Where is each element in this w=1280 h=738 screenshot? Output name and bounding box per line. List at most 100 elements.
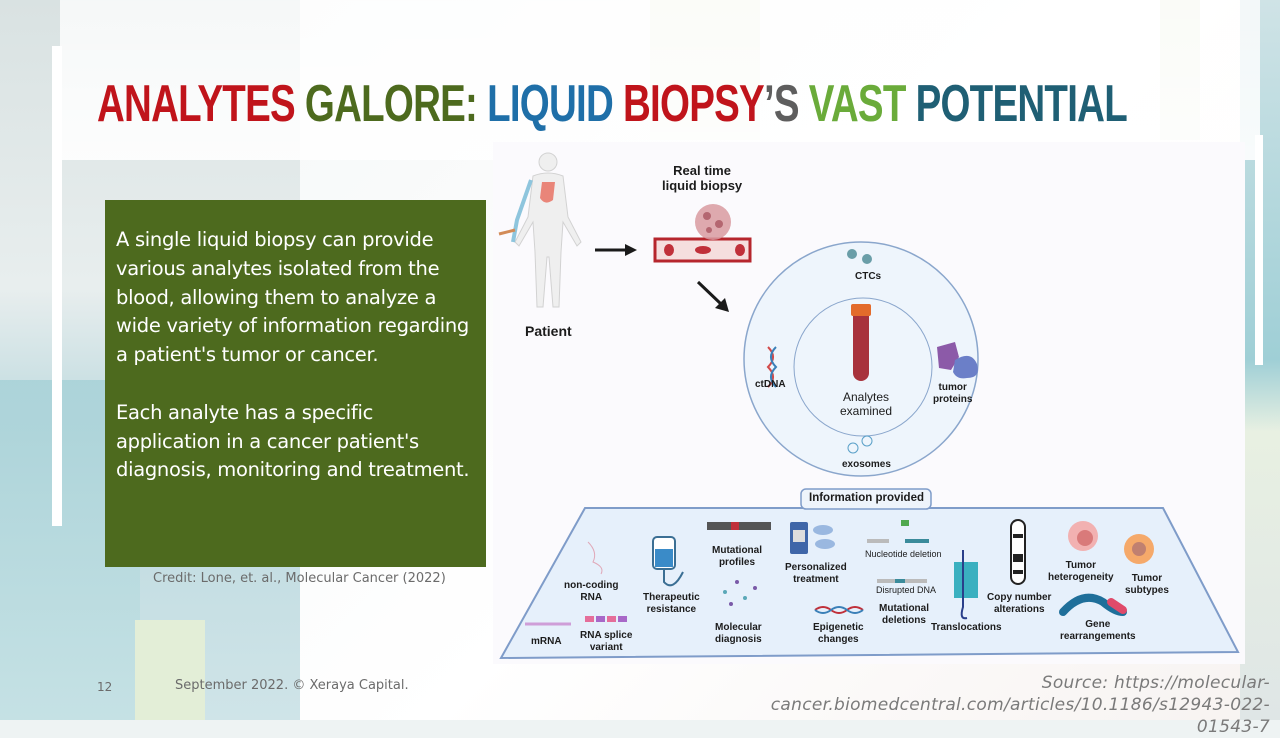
label-line: deletions <box>882 614 926 626</box>
patient-label: Patient <box>525 323 572 339</box>
page-number: 12 <box>97 680 113 694</box>
source-line-1: Source: https://molecular- <box>1041 673 1270 693</box>
figure-graphics <box>498 152 1240 660</box>
label-line: non-coding <box>564 580 619 591</box>
ctdna-label: ctDNA <box>755 379 786 390</box>
label-line: RNA <box>580 591 603 603</box>
label-line: Mutational <box>712 545 762 556</box>
label-line: treatment <box>793 573 839 585</box>
label-line: profiles <box>718 556 756 568</box>
nucleotide-deletion-icon <box>867 520 929 583</box>
label-line: Molecular <box>715 622 762 633</box>
blood-tube-icon <box>851 304 871 381</box>
decorative-bar-right <box>1255 135 1263 365</box>
biopsy-label-line: liquid biopsy <box>662 177 743 193</box>
slide-title: ANALYTES GALORE: LIQUID BIOPSY’S VAST PO… <box>97 74 1128 134</box>
title-part: ’S <box>763 75 809 133</box>
label-line: RNA splice <box>580 630 633 641</box>
exosomes-label: exosomes <box>842 459 891 470</box>
tumor-proteins-icon <box>937 342 978 379</box>
label-line: Copy number <box>987 592 1052 603</box>
footer-copyright: September 2022. © Xeraya Capital. <box>175 678 409 693</box>
label-line: Gene <box>1085 619 1111 630</box>
mrna-label: mRNA <box>531 636 562 647</box>
label-line: subtypes <box>1125 584 1169 596</box>
label-line: rearrangements <box>1060 630 1136 642</box>
title-part: ANALYTES <box>97 75 305 133</box>
decorative-bar-left <box>52 46 62 526</box>
biopsy-label-line: Real time <box>673 163 731 178</box>
tumor-cell-icon <box>1068 521 1098 551</box>
label-line: Personalized <box>785 562 847 573</box>
figure-credit: Credit: Lone, et. al., Molecular Cancer … <box>153 571 446 586</box>
label-line: Therapeutic <box>643 592 700 603</box>
information-header-tab <box>800 488 932 510</box>
rna-splice-icon <box>585 616 627 622</box>
title-part: LIQUID <box>487 75 624 133</box>
epigenetic-helix-icon <box>814 606 864 614</box>
translocation-icon <box>954 550 978 620</box>
patient-body-icon <box>514 152 582 308</box>
label-line: variant <box>589 641 623 653</box>
information-panel <box>499 507 1240 660</box>
label-line: proteins <box>933 393 973 405</box>
label-line: alterations <box>993 603 1045 615</box>
source-line-2: cancer.biomedcentral.com/articles/10.118… <box>770 695 1270 737</box>
arrow-right-icon <box>595 244 637 256</box>
molecular-dots-icon <box>723 580 757 606</box>
label-line: Tumor <box>1065 560 1096 571</box>
exosomes-icon <box>847 435 873 454</box>
label-line: examined <box>840 403 893 418</box>
ctcs-label: CTCs <box>855 271 882 282</box>
title-part: POTENTIAL <box>915 75 1128 133</box>
title-part: GALORE: <box>304 75 488 133</box>
stomach-icon <box>540 182 555 203</box>
ctc-cells-icon <box>847 249 872 264</box>
label-line: heterogeneity <box>1048 571 1114 583</box>
iv-bag-icon <box>652 536 684 587</box>
syringe-icon <box>498 228 516 236</box>
label-line: Mutational <box>879 603 929 614</box>
label-line: tumor <box>938 382 967 393</box>
non-coding-rna-icon <box>587 541 603 575</box>
label-line: resistance <box>646 603 697 615</box>
title-part: VAST <box>808 75 916 133</box>
label-line: Tumor <box>1131 573 1163 584</box>
translocations-label: Translocations <box>931 622 1002 633</box>
summary-paragraph-2: Each analyte has a specific application … <box>116 400 470 482</box>
label-line: diagnosis <box>715 633 762 645</box>
vein-icon <box>511 179 533 243</box>
nucleotide-deletion-label: Nucleotide deletion <box>865 549 942 559</box>
chromosome-icon <box>1010 519 1026 585</box>
label-line: Epigenetic <box>813 622 864 633</box>
title-part: BIOPSY <box>623 75 765 133</box>
dna-helix-icon <box>766 346 778 388</box>
gene-rearrangement-icon <box>1059 593 1127 616</box>
label-line: changes <box>818 633 859 645</box>
arrow-down-right-icon <box>696 280 729 312</box>
blood-vessel-icon <box>653 204 752 263</box>
label-line: Analytes <box>843 390 890 404</box>
pill-bottle-icon <box>790 522 835 554</box>
tumor-subtype-icon <box>1124 534 1154 564</box>
source-citation: Source: https://molecular- cancer.biomed… <box>710 672 1270 738</box>
disrupted-dna-label: Disrupted DNA <box>876 585 937 595</box>
summary-paragraph-1: A single liquid biopsy can provide vario… <box>116 228 470 367</box>
summary-text-box: A single liquid biopsy can provide vario… <box>105 200 486 567</box>
